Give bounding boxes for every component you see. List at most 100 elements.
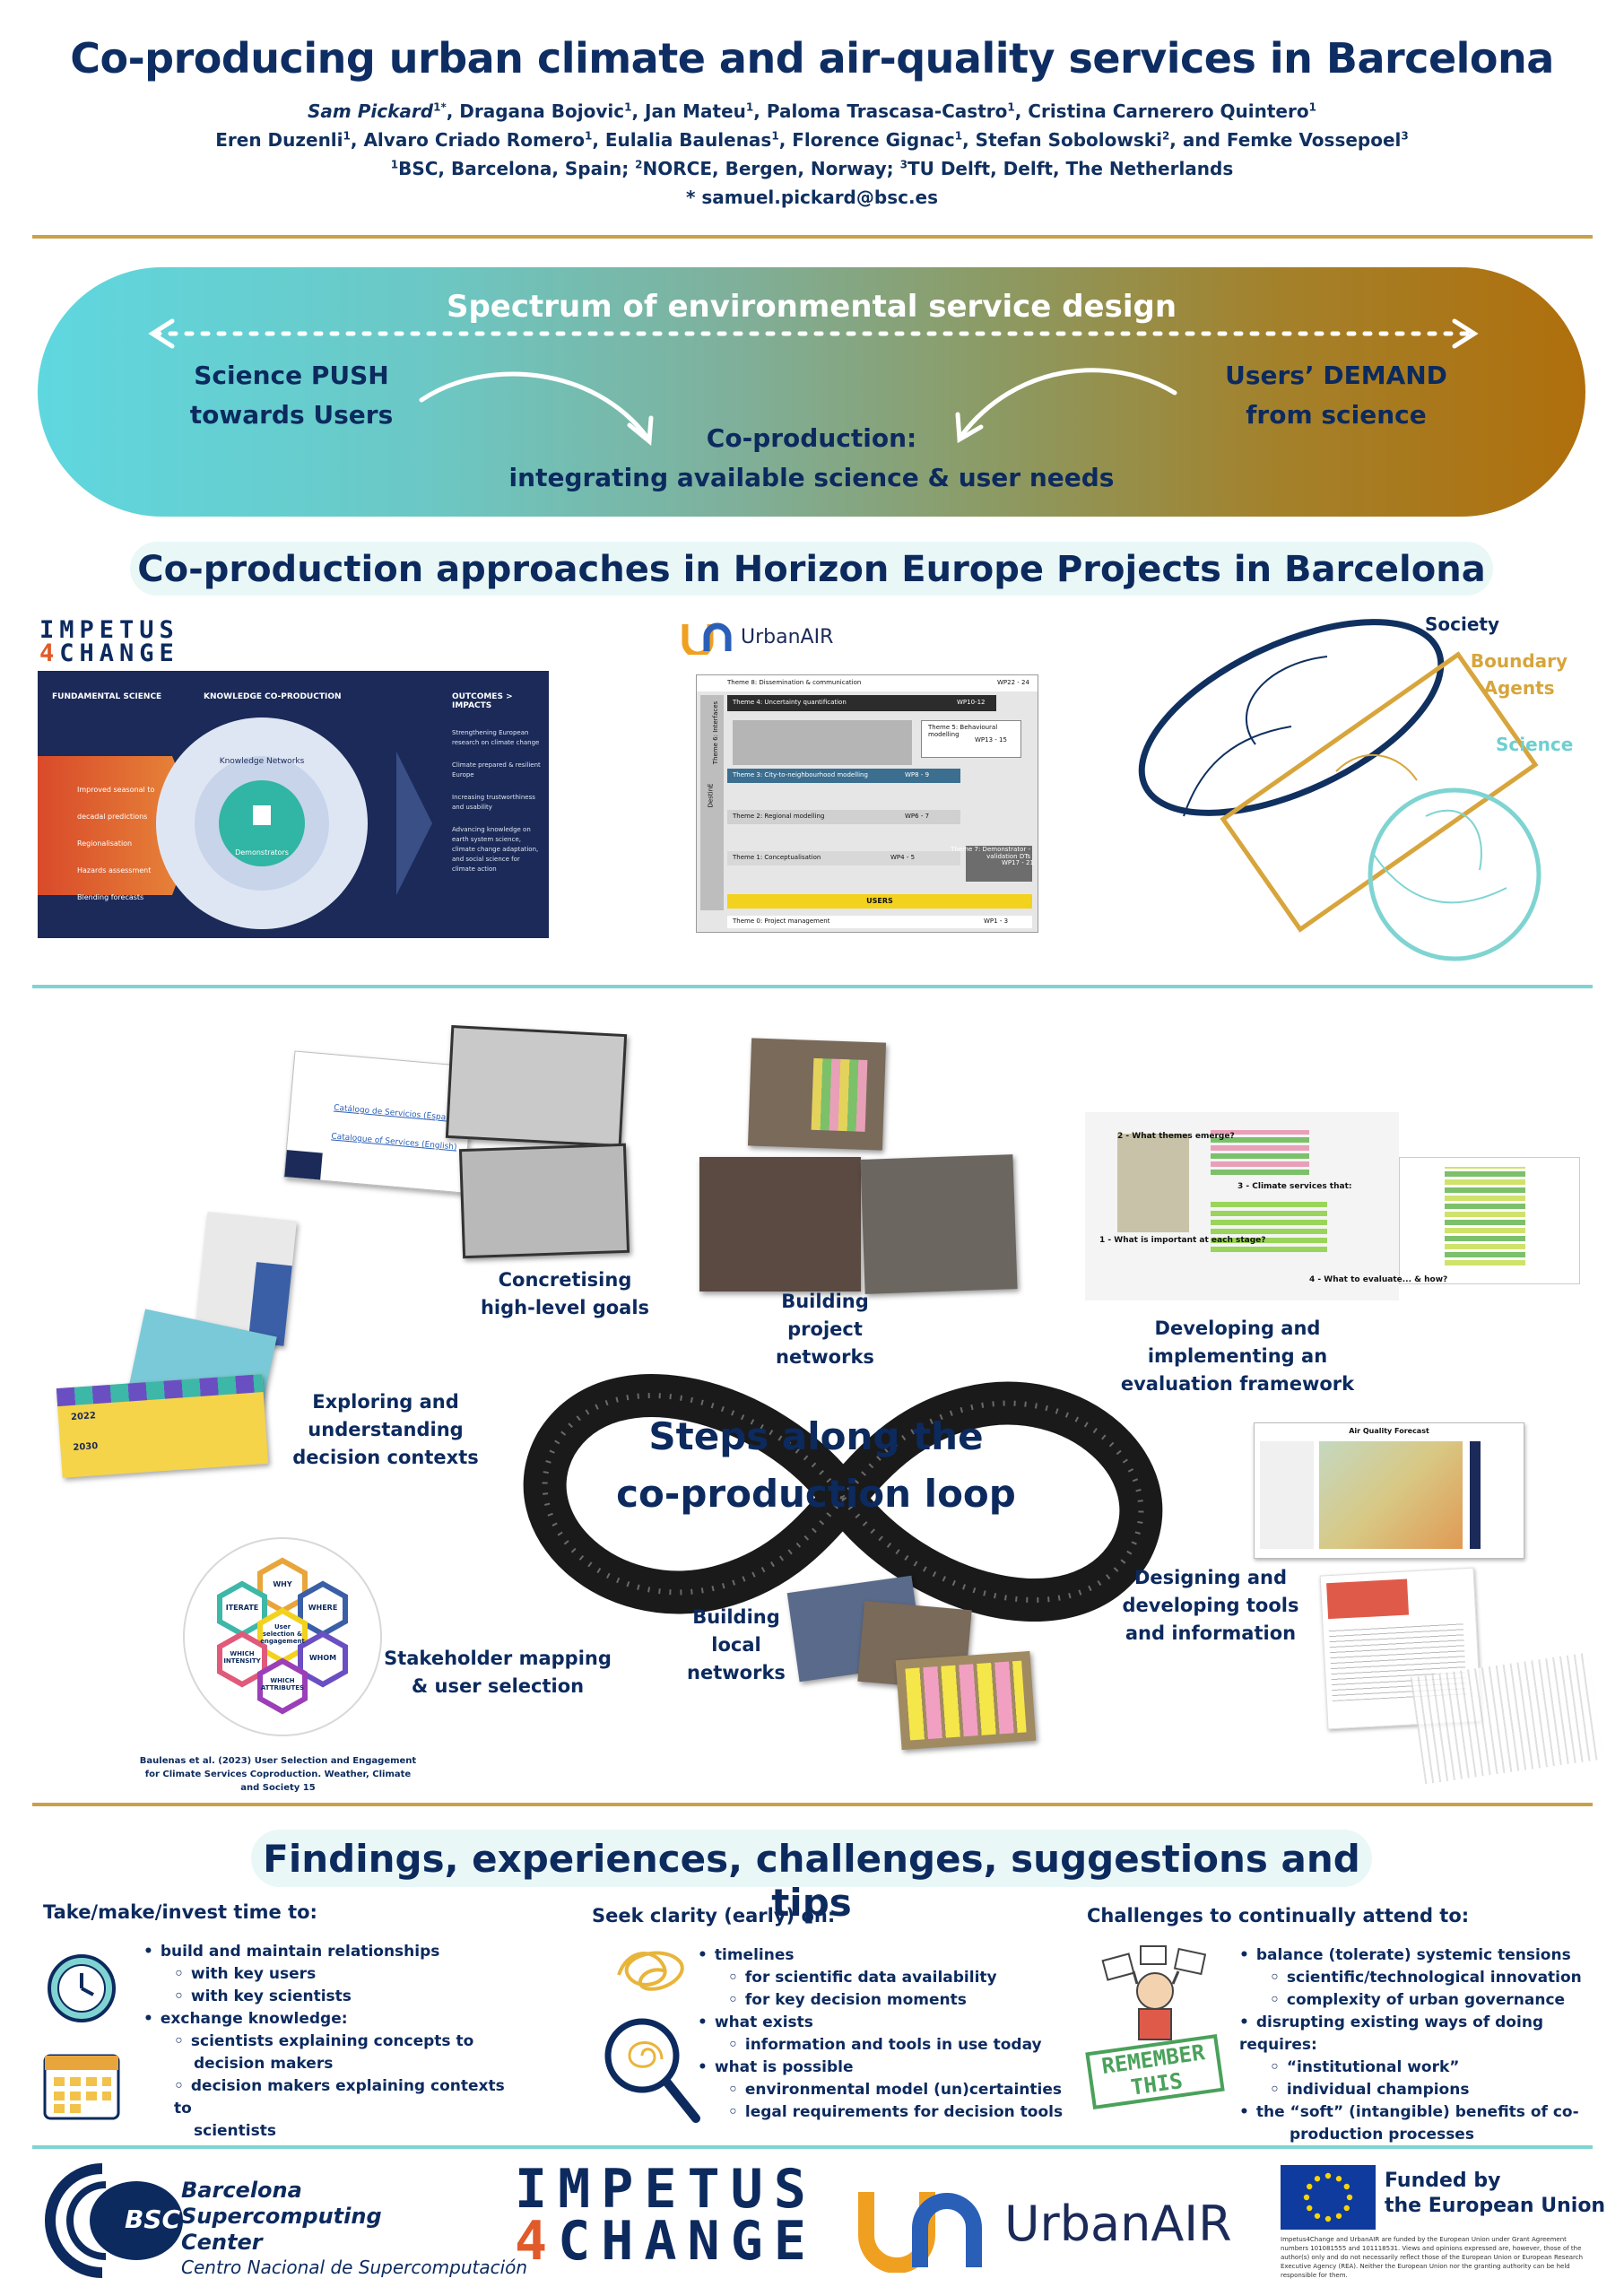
eu-funding-label: Funded by the European Union [1385,2169,1605,2219]
urbanair-footer-text: UrbanAIR [1004,2196,1232,2252]
step-stakeholder-line1: Stakeholder mapping [384,1648,612,1669]
findings-list-item: scientists explaining concepts to [143,2031,520,2053]
findings-col2-heading: Seek clarity (early) on: [592,1905,836,1926]
eu-star [1303,2194,1310,2201]
author-affil-sup: 1 [745,100,754,114]
findings-list-item: production processes [1290,2126,1474,2144]
author-name: Dragana Bojovic [459,100,625,122]
theme8-label: Theme 8: Dissemination & communication [727,679,862,686]
authors-line-2: Eren Duzenli1, Alvaro Criado Romero1, Eu… [215,129,1409,151]
impetus-footer-line2: 4CHANGE [515,2210,817,2273]
boundary-agents-line1: Boundary [1470,650,1568,672]
eu-star [1346,2194,1353,2201]
theme1-wp: WP4 - 5 [890,854,916,861]
findings-list-item: what exists [698,2012,1074,2034]
eu-star [1314,2176,1321,2182]
author-affil-sup: 1 [343,129,351,143]
whiteboard-photo-2 [458,1143,630,1259]
loop-center-title: Steps along the co-production loop [574,1408,1058,1523]
findings-col1-list: build and maintain relationshipswith key… [143,1941,520,2143]
hex-where: WHERE [308,1604,338,1612]
footer-divider [32,2145,1593,2149]
findings-list-item: environmental model (un)certainties [698,2079,1074,2101]
author-affil-sup: 3 [1401,129,1409,143]
workshop-photo-2 [699,1157,861,1292]
loop-center-line2: co-production loop [616,1472,1016,1516]
impetus-right-item: Advancing knowledge on earth system scie… [452,826,539,873]
theme1-label: Theme 1: Conceptualisation [733,854,821,861]
approaches-heading: Co-production approaches in Horizon Euro… [137,549,1486,590]
calendar-icon [43,2054,120,2120]
author-name: Jan Mateu [645,100,746,122]
step-building-local-line3: networks [687,1662,786,1683]
eu-star [1314,2213,1321,2219]
hex-user-selection: User selection & engagement [260,1623,305,1645]
evaluation-framework-image [1085,1112,1399,1300]
impetus-left-item: Improved seasonal to decadal predictions [77,786,155,821]
remember-this-stamp: REMEMBER THIS [1085,2034,1225,2109]
step-building-local-networks: Building local networks [660,1604,812,1687]
aff-part: BSC, Barcelona, Spain; [398,158,636,179]
bsc-logo-text: BSC [124,2205,181,2234]
bsc-name-line1: Barcelona [181,2178,302,2203]
findings-divider [32,1803,1593,1806]
author-affil-sup: 1 [584,129,593,143]
eu-star [1343,2205,1350,2212]
eu-star [1324,2215,1332,2222]
hex-whom: WHOM [308,1654,337,1662]
impetus-footer-line1: IMPETUS [515,2158,817,2221]
hex-which-intensity: WHICH INTENSITY [223,1650,261,1665]
eval-q4-label: 4 - What to evaluate... & how? [1309,1275,1448,1284]
theme5-wp: WP13 - 15 [975,736,1007,744]
author-affil-sup: 1 [1308,100,1316,114]
aff-sup: 3 [899,158,908,171]
contact-email: * samuel.pickard@bsc.es [685,187,939,208]
aff-part: NORCE, Bergen, Norway; [642,158,900,179]
eu-star [1335,2176,1342,2182]
whiteboard-photo-1 [445,1024,628,1148]
coproduction-label-2: integrating available science & user nee… [508,463,1115,492]
findings-list-item: individual champions [1239,2079,1598,2101]
step-concretising-line2: high-level goals [480,1297,650,1318]
author-name: Stefan Sobolowski [975,129,1162,151]
findings-heading: Findings, experiences, challenges, sugge… [263,1837,1360,1925]
eu-flag-icon [1281,2165,1376,2230]
author-affil-sup: 1 [771,129,779,143]
step-building-local-line1: Building [692,1606,780,1628]
findings-list-item: decision makers [194,2055,334,2073]
findings-col1-heading: Take/make/invest time to: [43,1901,317,1923]
theme3-wp: WP8 - 9 [905,771,930,778]
step-exploring-line2: understanding [308,1419,464,1440]
affiliations: 1BSC, Barcelona, Spain; 2NORCE, Bergen, … [0,158,1624,179]
bsc-logo-icon [45,2163,183,2278]
author-affil-sup: 1 [624,100,632,114]
step-building-project-line2: project [787,1318,863,1340]
theme4-wp: WP10-12 [957,699,986,706]
author-name: Alvaro Criado Romero [363,129,585,151]
step-developing-evaluation: Developing and implementing an evaluatio… [1112,1315,1363,1398]
eval-q1-label: 1 - What is important at each stage? [1099,1236,1266,1245]
bsc-name-line2: Supercomputing [181,2204,382,2229]
spectrum-heading: Spectrum of environmental service design [446,289,1177,325]
step-designing-line2: developing tools [1122,1595,1299,1616]
science-label: Science [1496,734,1574,755]
society-label: Society [1425,613,1500,635]
step-developing-eval-line1: Developing and [1154,1318,1321,1339]
timeline-infographic: 2022 2030 [56,1374,269,1478]
author-name: Paloma Trascasa-Castro [766,100,1008,122]
theme3-label: Theme 3: City-to-neighbourhood modelling [733,771,868,778]
author-name: Cristina Carnerero Quintero [1028,100,1309,122]
findings-heading-pill [251,1830,1372,1887]
impetus-right-item: Strengthening European research on clima… [452,729,540,746]
findings-list-item: balance (tolerate) systemic tensions [1239,1944,1598,1967]
hex-why: WHY [273,1580,292,1588]
author-name: Florence Gignac [792,129,955,151]
findings-list-item: decision makers explaining contexts to [143,2075,520,2120]
urbanair-footer-mark-icon [858,2192,982,2273]
impetus-right-item: Climate prepared & resilient Europe [452,761,541,778]
aff-sup: 1 [390,158,399,171]
author-name: Eren Duzenli [215,129,343,151]
science-push-label-2: towards Users [189,400,394,430]
catalog-link-en: Catalogue of Services (English) [330,1132,457,1152]
findings-list-item: build and maintain relationships [143,1941,520,1963]
